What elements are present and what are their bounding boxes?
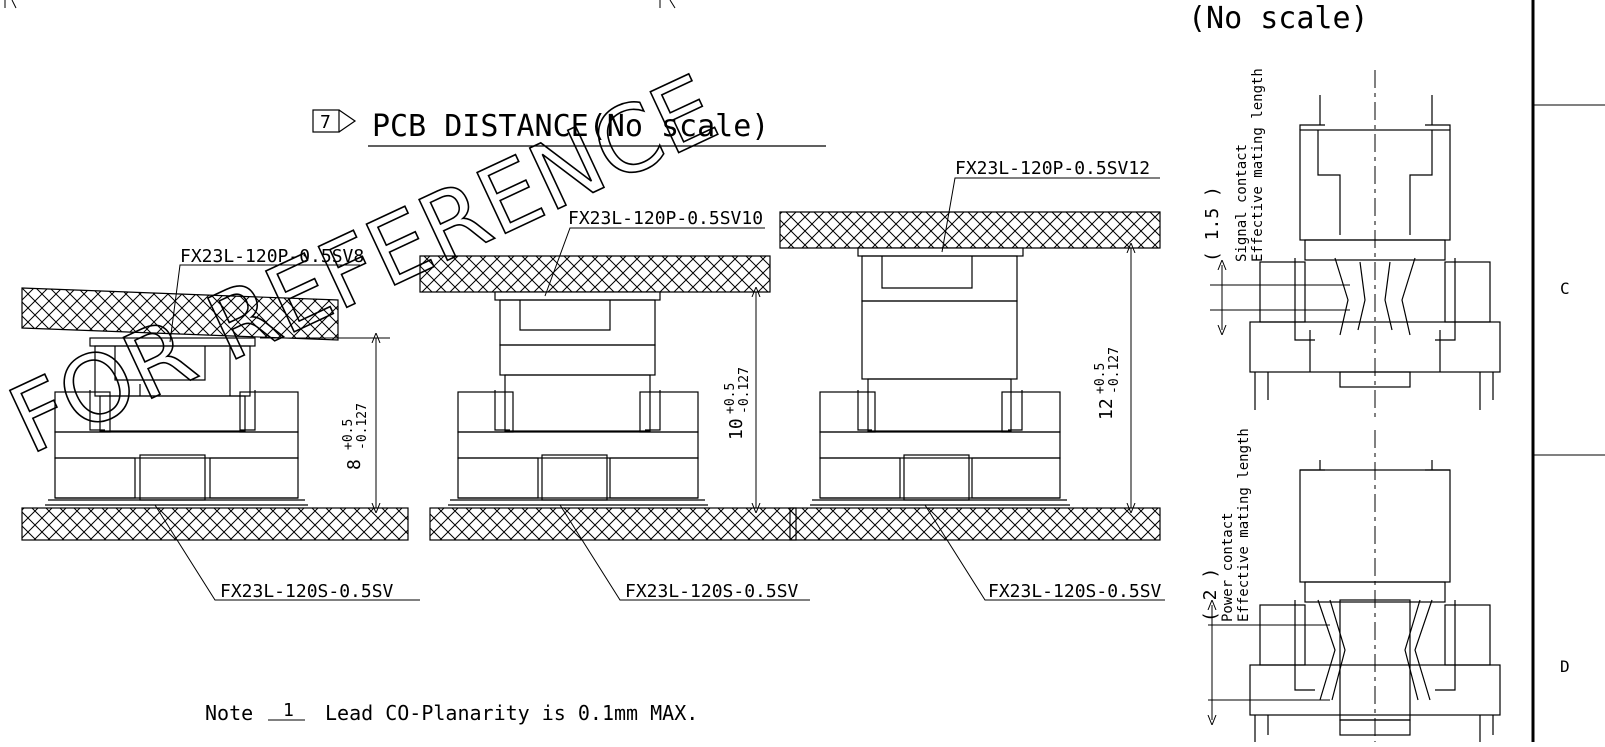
svg-text:+0.5: +0.5 xyxy=(341,419,356,450)
section-title: 7 PCB DISTANCE(No scale) xyxy=(312,109,826,147)
power-contact-detail xyxy=(1208,430,1501,742)
note-number: 1 xyxy=(283,700,294,721)
svg-text:-0.127: -0.127 xyxy=(737,367,752,414)
svg-text:Effective mating length: Effective mating length xyxy=(1236,428,1252,622)
top-pcb-1 xyxy=(21,287,339,341)
svg-text:( 1.5 ): ( 1.5 ) xyxy=(1202,186,1223,262)
signal-contact-detail xyxy=(1210,70,1501,420)
assembly-10mm xyxy=(419,227,810,601)
height-dim-2: 10 +0.5 -0.127 xyxy=(723,367,752,440)
drawing-border xyxy=(1531,0,1605,742)
receptacle-part-label-3: FX23L-120S-0.5SV xyxy=(988,581,1162,602)
section-badge-box xyxy=(312,109,340,133)
top-pcb-3 xyxy=(779,211,1161,249)
svg-text:Effective mating length: Effective mating length xyxy=(1250,68,1266,262)
svg-text:12: 12 xyxy=(1096,398,1117,420)
svg-text:Signal contact: Signal contact xyxy=(1234,144,1250,262)
svg-text:+0.5: +0.5 xyxy=(723,383,738,414)
section-title-text: PCB DISTANCE(No scale) xyxy=(372,109,769,144)
svg-text:( 2 ): ( 2 ) xyxy=(1200,568,1221,622)
power-dim: ( 2 ) xyxy=(1200,568,1221,622)
note-line: Note 1 Lead CO-Planarity is 0.1mm MAX. xyxy=(205,700,698,725)
svg-text:-0.127: -0.127 xyxy=(1107,347,1122,394)
svg-text:-0.127: -0.127 xyxy=(355,403,370,450)
assembly-8mm xyxy=(21,264,420,601)
signal-dim: ( 1.5 ) xyxy=(1202,186,1223,262)
zone-label-c: C xyxy=(1560,279,1570,298)
svg-text:8: 8 xyxy=(344,459,365,470)
top-edge-marks xyxy=(4,0,676,9)
plug-part-label-2: FX23L-120P-0.5SV10 xyxy=(568,208,763,229)
section-badge-arrow xyxy=(338,109,357,133)
bottom-pcb-1 xyxy=(21,507,409,541)
note-text: Lead CO-Planarity is 0.1mm MAX. xyxy=(325,701,698,725)
note-prefix: Note xyxy=(205,701,253,725)
svg-text:10: 10 xyxy=(726,418,747,440)
zone-label-d: D xyxy=(1560,657,1570,676)
height-dim-3: 12 +0.5 -0.127 xyxy=(1093,347,1122,420)
no-scale-label: (No scale) xyxy=(1188,1,1369,36)
section-badge-number: 7 xyxy=(320,112,331,133)
assembly-12mm xyxy=(779,177,1165,601)
receptacle-part-label-2: FX23L-120S-0.5SV xyxy=(625,581,799,602)
receptacle-part-label-1: FX23L-120S-0.5SV xyxy=(220,581,394,602)
bottom-pcb-2 xyxy=(429,507,797,541)
signal-caption: Signal contact Effective mating length xyxy=(1234,68,1266,262)
plug-part-label-1: FX23L-120P-0.5SV8 xyxy=(180,246,364,267)
svg-text:Power contact: Power contact xyxy=(1220,512,1236,622)
plug-part-label-3: FX23L-120P-0.5SV12 xyxy=(955,158,1150,179)
power-caption: Power contact Effective mating length xyxy=(1220,428,1252,622)
svg-text:+0.5: +0.5 xyxy=(1093,363,1108,394)
height-dim-1: 8 +0.5 -0.127 xyxy=(341,403,370,470)
bottom-pcb-3 xyxy=(789,507,1161,541)
